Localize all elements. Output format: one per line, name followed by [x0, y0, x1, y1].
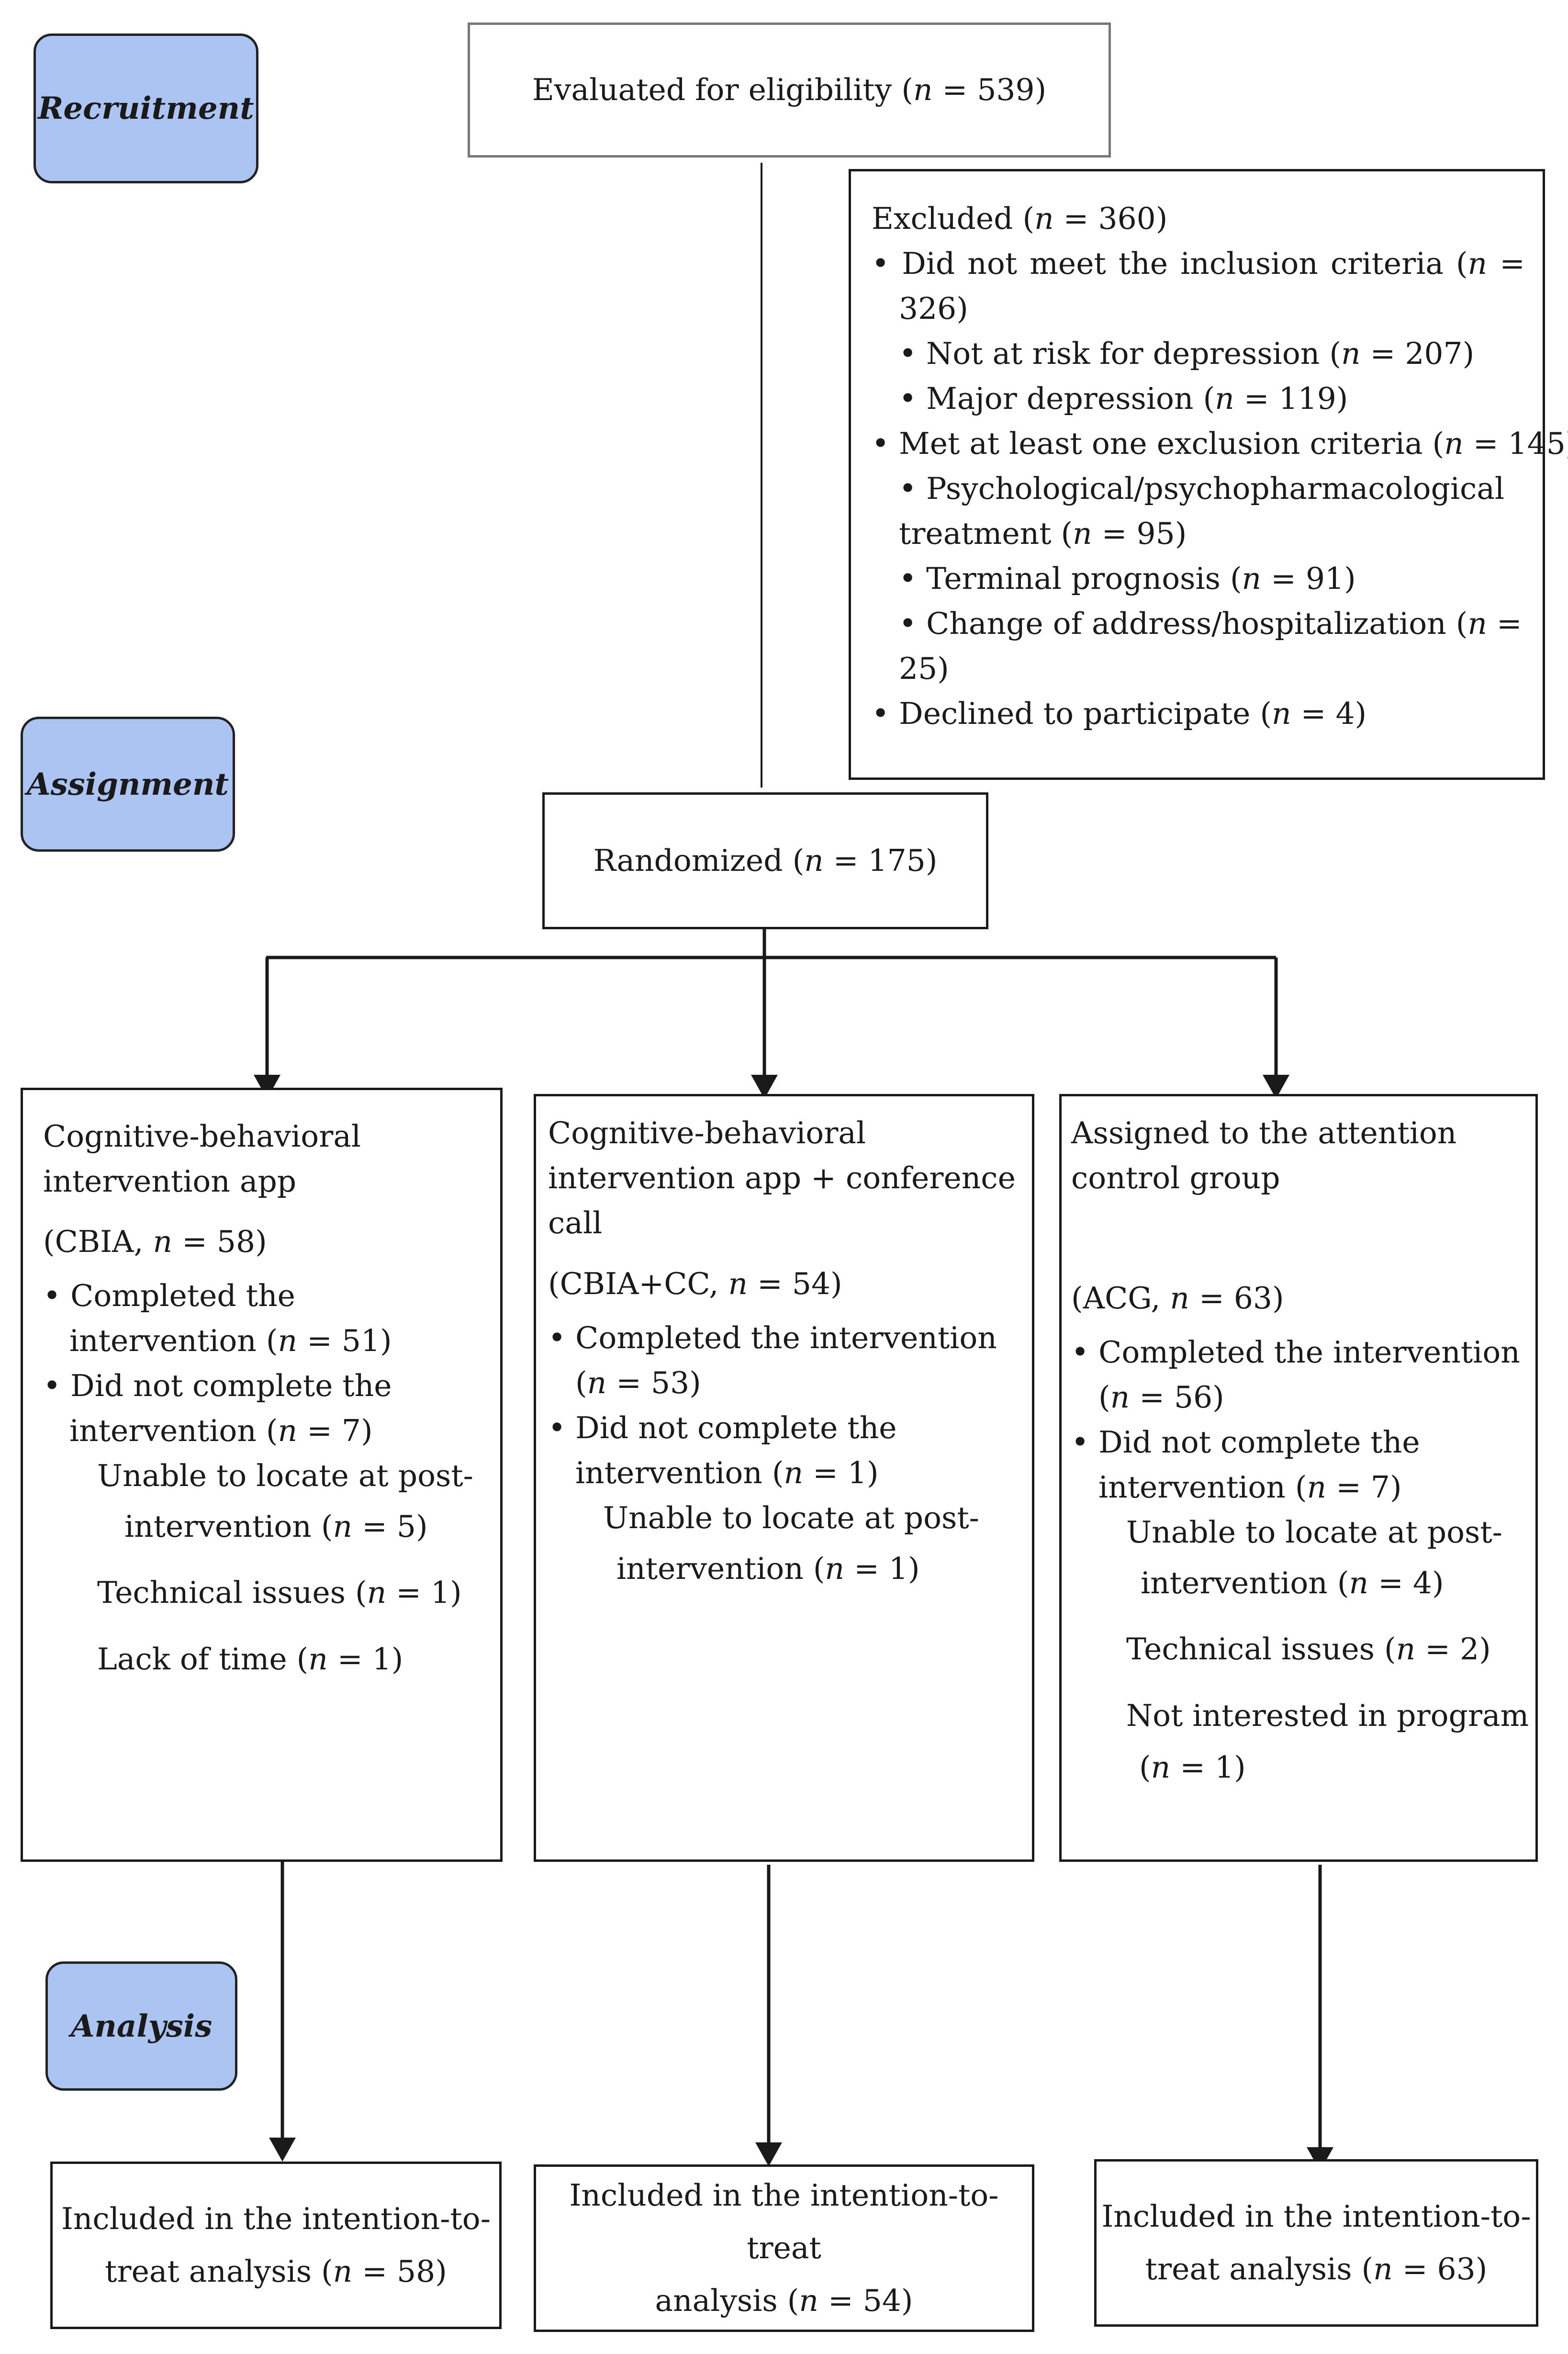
- arm-line: intervention (n = 1): [616, 1551, 920, 1586]
- excluded-line: • Psychological/psychopharmacological: [899, 471, 1505, 506]
- excluded-line: • Did not meet the inclusion criteria (n…: [872, 246, 1525, 281]
- stage-assignment-label: Assignment: [27, 766, 229, 802]
- analysis-line: Included in the intention-to-: [61, 2201, 491, 2236]
- excluded-line: • Met at least one exclusion criteria (n…: [872, 426, 1568, 461]
- excluded-line: • Terminal prognosis (n = 91): [899, 561, 1356, 596]
- analysis-acg-box: Included in the intention-to- treat anal…: [1094, 2159, 1538, 2327]
- arm-line: • Did not complete the: [1071, 1425, 1420, 1460]
- stage-analysis: Analysis: [45, 1961, 237, 2091]
- excluded-line: treatment (n = 95): [899, 516, 1187, 551]
- excluded-line: • Change of address/hospitalization (n =: [899, 606, 1522, 641]
- stage-assignment: Assignment: [21, 717, 235, 852]
- excluded-line: • Declined to participate (n = 4): [872, 696, 1367, 731]
- randomized-text: Randomized (n = 175): [593, 843, 938, 878]
- analysis-cbia-cc-box: Included in the intention-to-treat analy…: [534, 2164, 1034, 2332]
- arrow-head-arm2: [751, 1075, 778, 1099]
- excluded-box: Excluded (n = 360) • Did not meet the in…: [849, 169, 1568, 780]
- analysis-line: Included in the intention-to-: [1101, 2199, 1531, 2234]
- stage-recruitment: Recruitment: [34, 34, 258, 183]
- arm-cbia-box: Cognitive-behavioral intervention app (C…: [21, 1088, 503, 1862]
- arm-title-line: intervention app + conference: [548, 1160, 1016, 1195]
- arm-line: intervention (n = 5): [124, 1509, 428, 1544]
- arm-line: (n = 1): [1139, 1750, 1246, 1785]
- analysis-line: treat analysis (n = 63): [1145, 2252, 1488, 2286]
- arm-line: Unable to locate at post-: [97, 1458, 473, 1493]
- excluded-line: • Not at risk for depression (n = 207): [899, 336, 1475, 371]
- arm-line: (n = 53): [575, 1365, 701, 1400]
- arm-line: intervention (n = 7): [69, 1413, 373, 1448]
- analysis-line: treat analysis (n = 58): [105, 2254, 447, 2289]
- evaluated-box: Evaluated for eligibility (n = 539): [468, 23, 1111, 158]
- excluded-title: Excluded (n = 360): [872, 201, 1168, 236]
- arm-group: (ACG, n = 63): [1071, 1281, 1284, 1316]
- arm-line: Technical issues (n = 1): [97, 1575, 462, 1610]
- arm-line: • Completed the intervention: [1071, 1335, 1520, 1370]
- excluded-line: 25): [899, 651, 949, 686]
- arm-line: • Did not complete the: [548, 1410, 897, 1445]
- stage-recruitment-label: Recruitment: [38, 90, 254, 126]
- randomized-box: Randomized (n = 175): [542, 792, 988, 929]
- arm-title-line: Assigned to the attention: [1071, 1115, 1457, 1150]
- analysis-cbia-box: Included in the intention-to- treat anal…: [50, 2162, 502, 2329]
- arm-group: (CBIA+CC, n = 54): [548, 1266, 842, 1301]
- arm-line: Unable to locate at post-: [1126, 1515, 1502, 1550]
- arm-line: intervention (n = 7): [1098, 1470, 1402, 1505]
- arrow-head-arm3: [1263, 1075, 1289, 1099]
- arm-line: • Did not complete the: [43, 1368, 392, 1403]
- excluded-line: • Major depression (n = 119): [899, 381, 1348, 416]
- arrow-head-analysis1: [269, 2138, 296, 2162]
- arm-acg-box: Assigned to the attention control group …: [1059, 1094, 1538, 1862]
- analysis-line: analysis (n = 54): [655, 2283, 913, 2318]
- evaluated-text: Evaluated for eligibility (n = 539): [532, 72, 1047, 107]
- arrow-head-analysis2: [755, 2142, 782, 2166]
- arm-title-line: call: [548, 1205, 603, 1240]
- arm-line: • Completed the intervention: [548, 1320, 997, 1355]
- arm-line: intervention (n = 1): [575, 1455, 879, 1490]
- arm-group: (CBIA, n = 58): [43, 1224, 267, 1259]
- arm-line: Not interested in program: [1126, 1698, 1529, 1733]
- arm-title-line: control group: [1071, 1160, 1280, 1195]
- stage-analysis-label: Analysis: [70, 2008, 213, 2044]
- arm-line: (n = 56): [1098, 1380, 1224, 1415]
- arm-title-line: Cognitive-behavioral: [43, 1119, 361, 1154]
- arm-line: Lack of time (n = 1): [97, 1642, 403, 1677]
- arm-line: intervention (n = 4): [1141, 1566, 1444, 1600]
- arm-line: Technical issues (n = 2): [1126, 1632, 1491, 1667]
- excluded-line: 326): [899, 291, 968, 326]
- arm-cbia-cc-box: Cognitive-behavioral intervention app + …: [534, 1094, 1034, 1862]
- arm-line: intervention (n = 51): [69, 1323, 392, 1358]
- arrow-head-arm1: [254, 1075, 280, 1099]
- analysis-line: Included in the intention-to-treat: [569, 2178, 999, 2265]
- arm-line: • Completed the: [43, 1278, 295, 1313]
- arm-title-line: Cognitive-behavioral: [548, 1115, 866, 1150]
- arm-title-line: intervention app: [43, 1164, 297, 1199]
- arm-line: Unable to locate at post-: [603, 1500, 979, 1535]
